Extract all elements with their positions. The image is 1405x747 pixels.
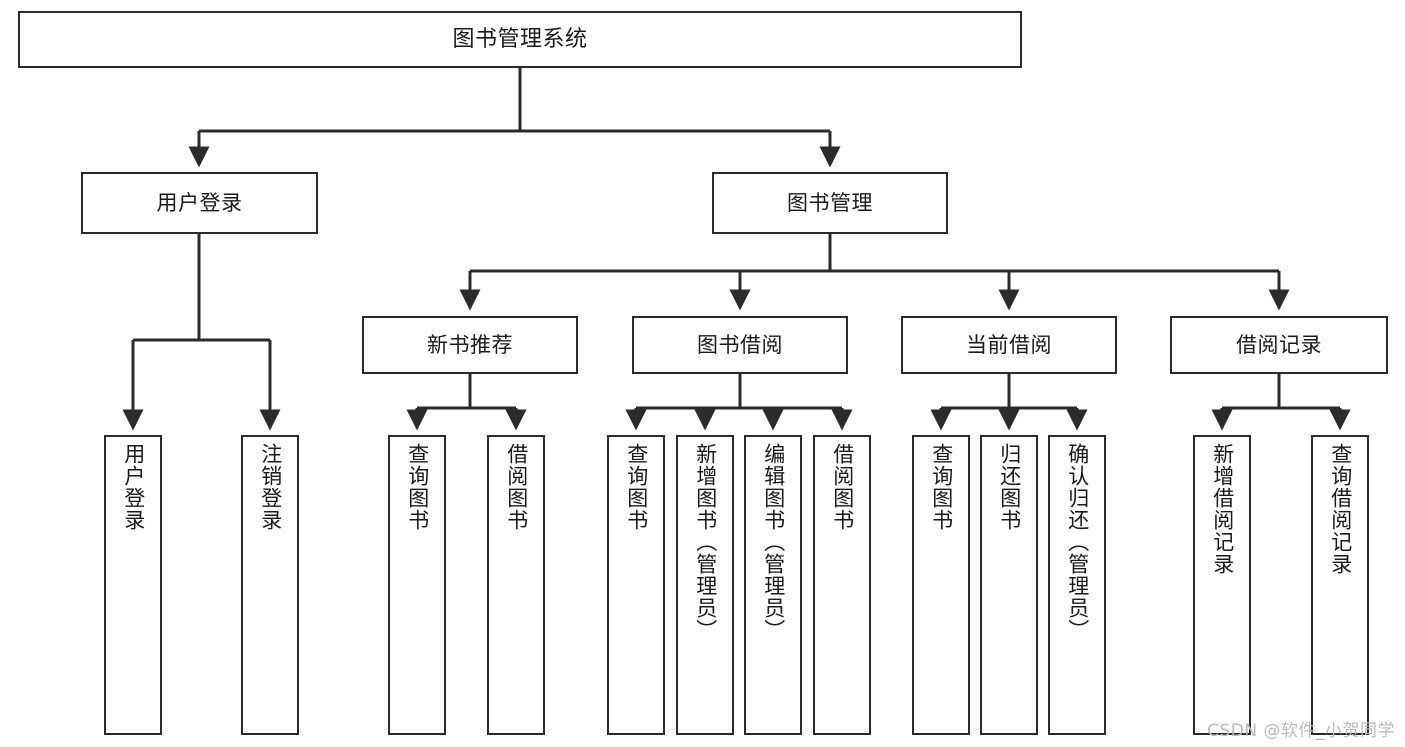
node-label: 当前借阅 [966, 332, 1052, 357]
leaf-user-login[interactable]: 用户登录 [104, 435, 162, 735]
node-label: 查询图书 [624, 443, 649, 531]
node-book-borrowing[interactable]: 图书借阅 [632, 316, 848, 374]
node-label: 确认归还（管理员） [1065, 443, 1090, 641]
node-label: 用户登录 [121, 443, 146, 531]
node-label: 新增借阅记录 [1210, 443, 1235, 575]
node-label: 借阅记录 [1236, 332, 1322, 357]
node-label: 归还图书 [997, 443, 1022, 531]
leaf-borrow-book-borrowing[interactable]: 借阅图书 [813, 435, 871, 735]
node-book-management[interactable]: 图书管理 [712, 172, 948, 234]
leaf-add-borrowing-record[interactable]: 新增借阅记录 [1193, 435, 1251, 735]
leaf-borrow-book-recommendation[interactable]: 借阅图书 [487, 435, 545, 735]
node-current-borrowing[interactable]: 当前借阅 [901, 316, 1117, 374]
leaf-add-book-admin[interactable]: 新增图书（管理员） [676, 435, 734, 735]
node-label: 新书推荐 [427, 332, 513, 357]
leaf-query-book-borrowing[interactable]: 查询图书 [607, 435, 665, 735]
node-label: 图书管理系统 [452, 26, 588, 52]
leaf-query-book-recommendation[interactable]: 查询图书 [388, 435, 446, 735]
leaf-edit-book-admin[interactable]: 编辑图书（管理员） [744, 435, 802, 735]
node-new-book-recommendation[interactable]: 新书推荐 [362, 316, 578, 374]
node-label: 借阅图书 [504, 443, 529, 531]
node-borrowing-record[interactable]: 借阅记录 [1170, 316, 1388, 374]
node-label: 用户登录 [156, 190, 243, 215]
node-label: 借阅图书 [830, 443, 855, 531]
node-label: 查询借阅记录 [1328, 443, 1353, 575]
node-label: 查询图书 [929, 443, 954, 531]
leaf-logout[interactable]: 注销登录 [241, 435, 299, 735]
leaf-query-book-current[interactable]: 查询图书 [912, 435, 970, 735]
leaf-return-book[interactable]: 归还图书 [980, 435, 1038, 735]
node-label: 图书管理 [787, 190, 873, 215]
watermark: CSDN @软件_小贺同学 [1207, 721, 1395, 741]
node-user-login[interactable]: 用户登录 [81, 172, 318, 234]
node-label: 新增图书（管理员） [693, 443, 718, 641]
node-label: 注销登录 [258, 443, 283, 531]
leaf-confirm-return-admin[interactable]: 确认归还（管理员） [1048, 435, 1106, 735]
leaf-query-borrowing-record[interactable]: 查询借阅记录 [1311, 435, 1369, 735]
node-root-book-management-system[interactable]: 图书管理系统 [18, 11, 1022, 68]
node-label: 编辑图书（管理员） [761, 443, 786, 641]
node-label: 查询图书 [405, 443, 430, 531]
node-label: 图书借阅 [697, 332, 783, 357]
